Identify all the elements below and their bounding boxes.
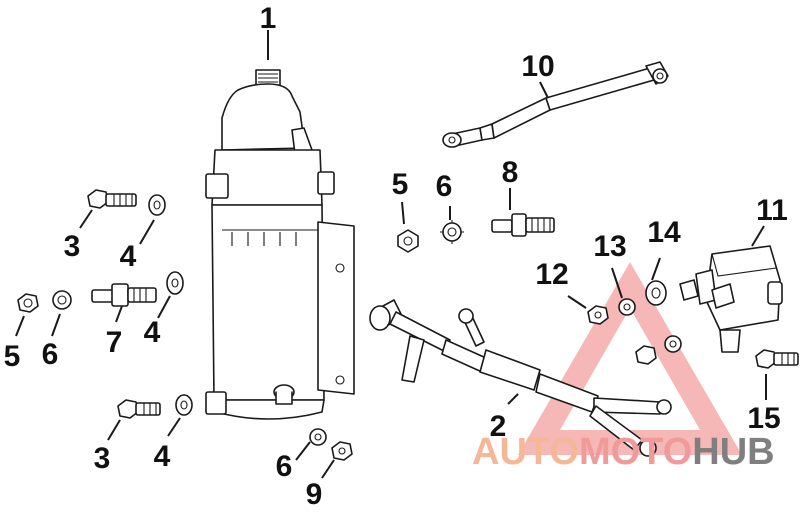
washer-4-lower xyxy=(175,394,193,416)
hex-nut-5-left xyxy=(17,293,39,313)
callout-4-middle: 4 xyxy=(144,316,161,349)
stud-bolt-8 xyxy=(491,213,555,237)
callout-3-lower: 3 xyxy=(94,442,111,475)
callout-4-lower: 4 xyxy=(154,440,171,473)
starter-solenoid xyxy=(679,245,783,353)
callout-6-middle: 6 xyxy=(436,170,453,203)
starter-motor xyxy=(205,69,355,420)
hex-nut-5-upper xyxy=(397,229,419,253)
bolt-3-upper xyxy=(87,189,137,209)
leader-lines xyxy=(15,30,767,479)
watermark-hub: HUB xyxy=(692,431,774,473)
callout-10: 10 xyxy=(521,50,554,83)
cable-harness xyxy=(369,299,672,457)
washer-4-middle xyxy=(166,271,184,295)
callout-9: 9 xyxy=(306,478,323,511)
lock-washer-13 xyxy=(618,298,636,316)
callout-5-left: 5 xyxy=(4,340,21,373)
svg-text:AUTOMOTOHUB: AUTOMOTOHUB xyxy=(472,431,775,473)
callout-11: 11 xyxy=(756,194,788,227)
watermark-logo-text: AUTOMOTOHUB xyxy=(472,431,775,473)
washer-4-upper xyxy=(148,194,166,216)
callout-8: 8 xyxy=(502,156,519,189)
lock-washer-lower-solenoid xyxy=(664,335,682,353)
callout-labels: 1 2 3 3 4 4 4 5 5 6 6 6 7 8 9 10 11 12 1… xyxy=(4,2,788,511)
callout-2: 2 xyxy=(490,410,507,443)
callout-1: 1 xyxy=(260,2,277,35)
watermark-moto: MOTO xyxy=(579,431,692,473)
lock-washer-6-lower xyxy=(309,428,327,446)
bolt-3-lower xyxy=(117,399,161,419)
callout-14: 14 xyxy=(647,216,681,249)
lock-washer-6-upper xyxy=(440,220,464,244)
hex-nut-12 xyxy=(587,305,609,325)
callout-4-upper: 4 xyxy=(120,240,137,273)
ground-cable xyxy=(442,61,669,148)
callout-6-lower: 6 xyxy=(276,450,293,483)
callout-3-upper: 3 xyxy=(64,230,81,263)
callout-7: 7 xyxy=(106,326,123,359)
hex-nut-9 xyxy=(331,441,353,461)
callout-13: 13 xyxy=(593,230,626,263)
washer-14 xyxy=(645,280,667,306)
hex-nut-lower-solenoid xyxy=(635,345,657,365)
callout-6-left: 6 xyxy=(42,338,59,371)
stud-bolt-7 xyxy=(91,283,157,307)
watermark-auto: AUTO xyxy=(472,431,579,473)
bolt-15 xyxy=(755,349,799,369)
callout-15: 15 xyxy=(747,402,780,435)
lock-washer-6-left xyxy=(52,290,72,310)
callout-5-middle: 5 xyxy=(392,168,409,201)
callout-12: 12 xyxy=(535,258,568,291)
